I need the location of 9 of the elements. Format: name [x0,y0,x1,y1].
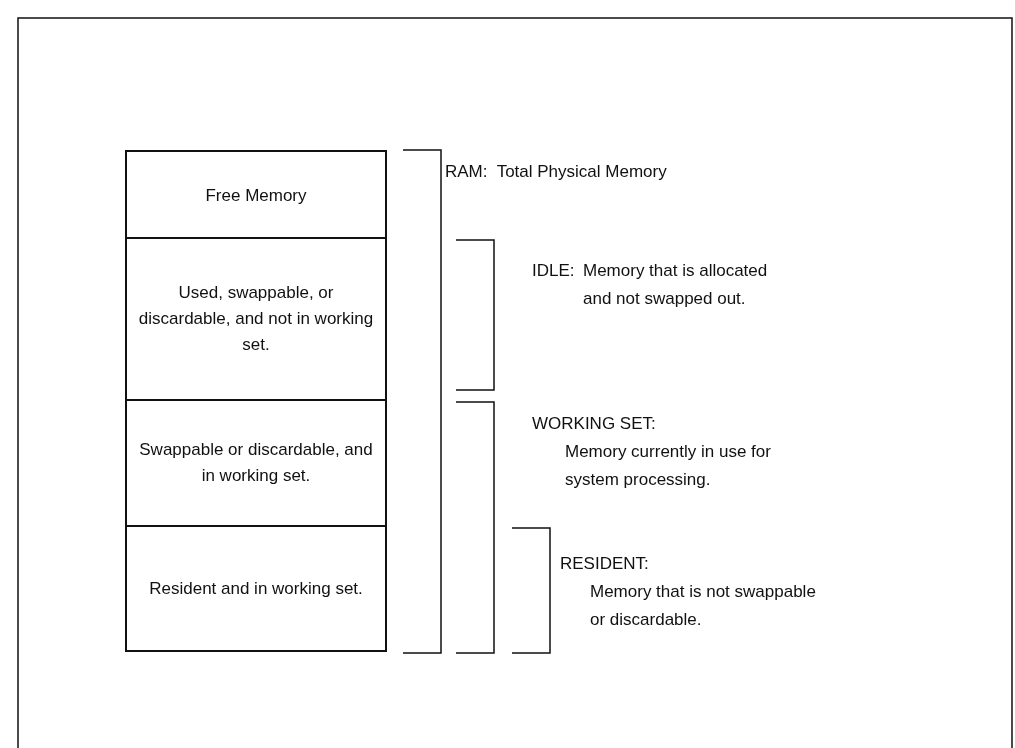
memory-block: Swappable or discardable, and in working set. [125,399,387,527]
memory-block: Resident and in working set. [125,525,387,652]
description-text: Memory that is not swappable or discardable. [590,581,817,631]
memory-block: Used, swappable, or discardable, and not in working set. [125,237,387,401]
description-text: Memory currently in use for system processing. [565,441,772,491]
term-label: WORKING SET: [532,413,657,435]
description-text: Memory that is allocated and not swapped out. [583,260,769,310]
term-label: RESIDENT: [560,553,650,575]
description-text: RAM: Total Physical Memory [445,161,667,183]
